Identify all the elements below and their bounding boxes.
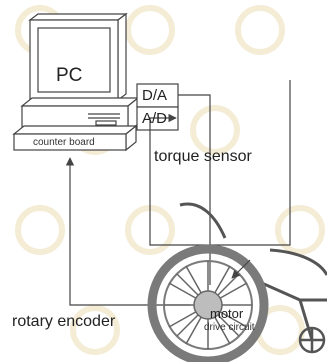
motor-hub — [193, 290, 223, 320]
wheelchair-frame — [179, 202, 327, 341]
da-label: D/A — [142, 87, 168, 104]
torque-sensor-label: torque sensor — [154, 148, 252, 165]
counter-board — [12, 124, 138, 152]
drive-circuit-label: drive circuit — [204, 322, 255, 333]
counter-board-label: counter board — [33, 137, 95, 148]
main-wheel — [147, 244, 269, 362]
pc-monitor — [28, 12, 128, 107]
motor-label: motor — [210, 306, 244, 321]
torque-arrow — [231, 259, 251, 279]
pc-label: PC — [56, 65, 83, 86]
ad-label: A/D — [142, 110, 168, 127]
caster-wheel — [298, 326, 326, 354]
rotary-encoder-label: rotary encoder — [12, 313, 116, 330]
